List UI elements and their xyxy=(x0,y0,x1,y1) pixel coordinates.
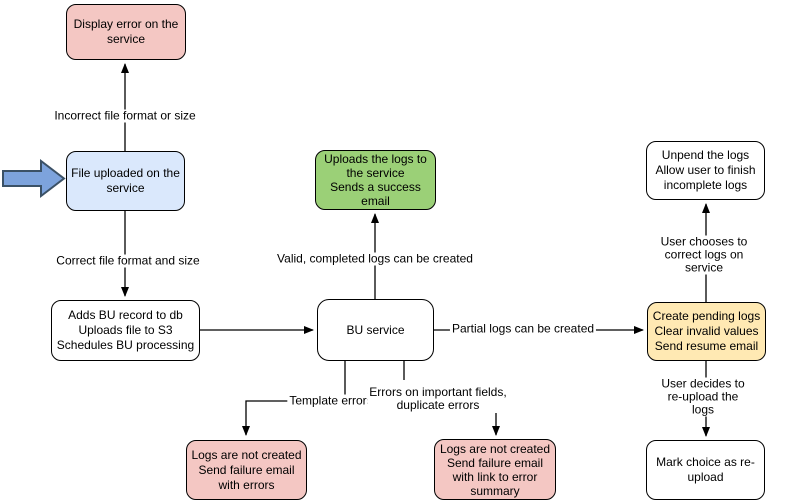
node-bu-service: BU service xyxy=(317,299,434,361)
edge-label-user-reuploads: User decides to re-upload the logs xyxy=(654,377,752,417)
node-create-pending-logs-text: Create pending logs Clear invalid values… xyxy=(652,309,761,353)
node-uploads-logs: Uploads the logs to the service Sends a … xyxy=(315,150,436,210)
edge-label-template-errors: Template errors xyxy=(287,393,375,408)
node-uploads-logs-text: Uploads the logs to the service Sends a … xyxy=(324,152,427,208)
node-logs-not-created-errors-text: Logs are not created Send failure email … xyxy=(191,447,302,492)
node-file-uploaded: File uploaded on the service xyxy=(66,151,185,211)
edge-label-user-corrects: User chooses to correct logs on service xyxy=(655,235,753,275)
node-mark-choice-reupload: Mark choice as re- upload xyxy=(646,440,765,500)
edge-label-valid-logs: Valid, completed logs can be created xyxy=(275,251,475,266)
node-file-uploaded-text: File uploaded on the service xyxy=(71,166,180,195)
edge-label-incorrect-format: Incorrect file format or size xyxy=(52,108,198,123)
edge-label-partial-logs: Partial logs can be created xyxy=(449,321,597,336)
node-mark-choice-reupload-text: Mark choice as re- upload xyxy=(656,455,755,484)
edge-label-important-errors: Errors on important fields, duplicate er… xyxy=(367,385,509,412)
node-display-error: Display error on the service xyxy=(66,4,186,60)
node-logs-not-created-summary-text: Logs are not created Send failure email … xyxy=(439,441,551,498)
node-logs-not-created-errors: Logs are not created Send failure email … xyxy=(186,440,307,500)
node-adds-bu-record-text: Adds BU record to db Uploads file to S3 … xyxy=(56,308,195,352)
edge-label-correct-format: Correct file format and size xyxy=(54,253,202,268)
node-display-error-text: Display error on the service xyxy=(73,17,179,46)
input-arrow-icon xyxy=(2,159,66,199)
node-create-pending-logs: Create pending logs Clear invalid values… xyxy=(647,302,766,361)
node-unpend-logs-text: Unpend the logs Allow user to finish inc… xyxy=(655,148,756,192)
node-unpend-logs: Unpend the logs Allow user to finish inc… xyxy=(646,141,765,200)
node-bu-service-text: BU service xyxy=(346,322,405,337)
node-logs-not-created-summary: Logs are not created Send failure email … xyxy=(434,439,556,500)
node-adds-bu-record: Adds BU record to db Uploads file to S3 … xyxy=(51,300,200,361)
